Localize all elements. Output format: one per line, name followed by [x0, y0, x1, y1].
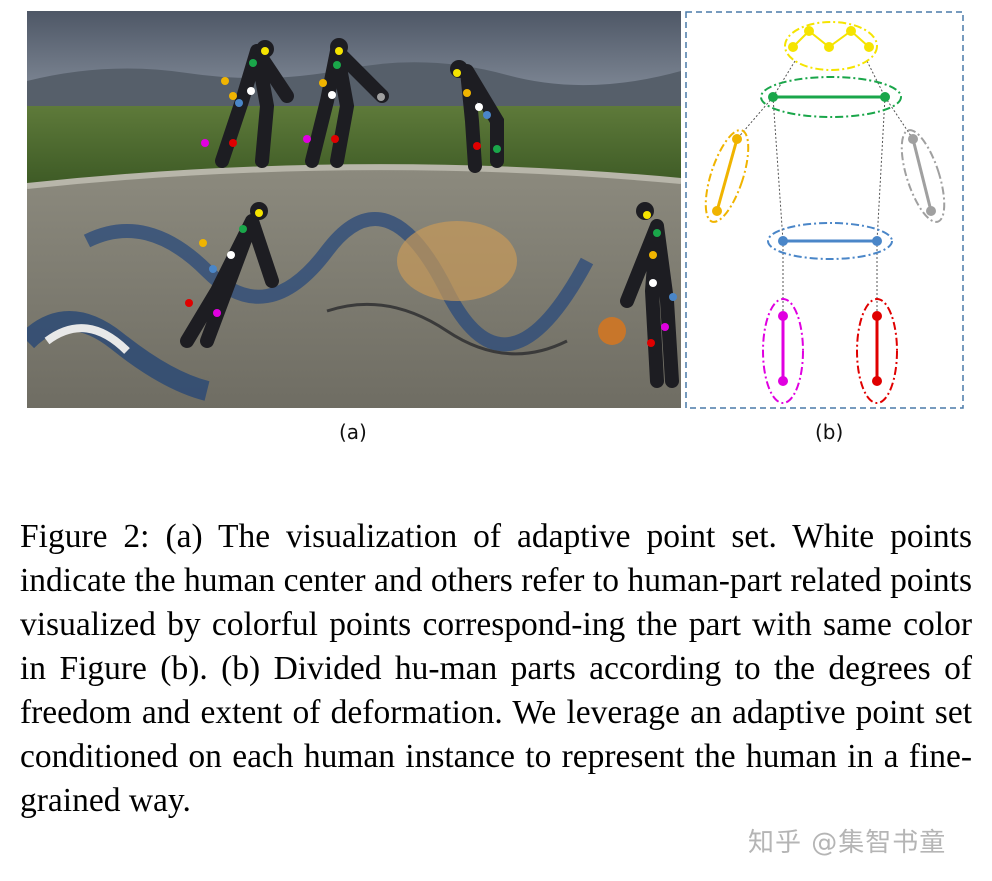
right-arm-part — [900, 129, 946, 223]
skater-3 — [450, 60, 504, 173]
panel-a-label: (a) — [339, 420, 367, 444]
watermark: 知乎 @集智书童 — [748, 828, 947, 858]
right-leg-part — [856, 298, 898, 404]
skater-4 — [180, 202, 279, 348]
skater-5 — [620, 202, 679, 388]
left-arm-part — [704, 129, 750, 223]
hips-part — [767, 222, 893, 260]
skater-1 — [201, 40, 294, 168]
panel-b-label: (b) — [815, 420, 844, 444]
head-part — [784, 21, 878, 71]
left-leg-part — [762, 298, 804, 404]
panel-a-photo — [27, 11, 681, 408]
panel-b-diagram — [685, 11, 964, 409]
skater-2 — [303, 38, 389, 168]
shoulders-part — [760, 76, 902, 118]
figure-caption: Figure 2: (a) The visualization of adapt… — [20, 518, 972, 819]
